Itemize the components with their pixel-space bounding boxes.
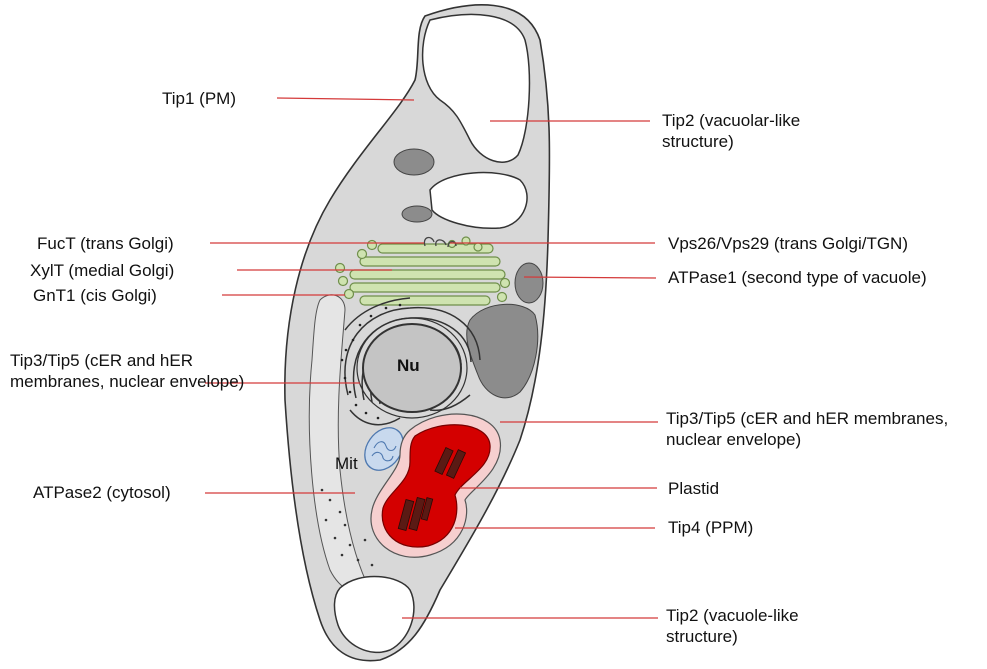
label-atpase1: ATPase1 (second type of vacuole)	[668, 267, 927, 288]
label-gnt1: GnT1 (cis Golgi)	[33, 285, 157, 306]
label-tip3-right: Tip3/Tip5 (cER and hER membranes, nuclea…	[666, 408, 966, 450]
label-tip4: Tip4 (PPM)	[668, 517, 753, 538]
label-fuct: FucT (trans Golgi)	[37, 233, 174, 254]
dark-organelle-2	[402, 206, 432, 222]
label-atpase2: ATPase2 (cytosol)	[33, 482, 171, 503]
label-xylt: XylT (medial Golgi)	[30, 260, 174, 281]
small-vacuole	[515, 263, 543, 303]
label-tip2-top: Tip2 (vacuolar-like structure)	[662, 110, 852, 152]
nucleus-label: Nu	[397, 356, 420, 376]
label-tip2-bottom: Tip2 (vacuole-like structure)	[666, 605, 856, 647]
label-plastid: Plastid	[668, 478, 719, 499]
label-tip1: Tip1 (PM)	[162, 88, 236, 109]
dark-organelle-1	[394, 149, 434, 175]
mitochondrion-label: Mit	[335, 454, 358, 474]
label-vps: Vps26/Vps29 (trans Golgi/TGN)	[668, 233, 908, 254]
label-tip3-left: Tip3/Tip5 (cER and hER membranes, nuclea…	[10, 350, 250, 392]
